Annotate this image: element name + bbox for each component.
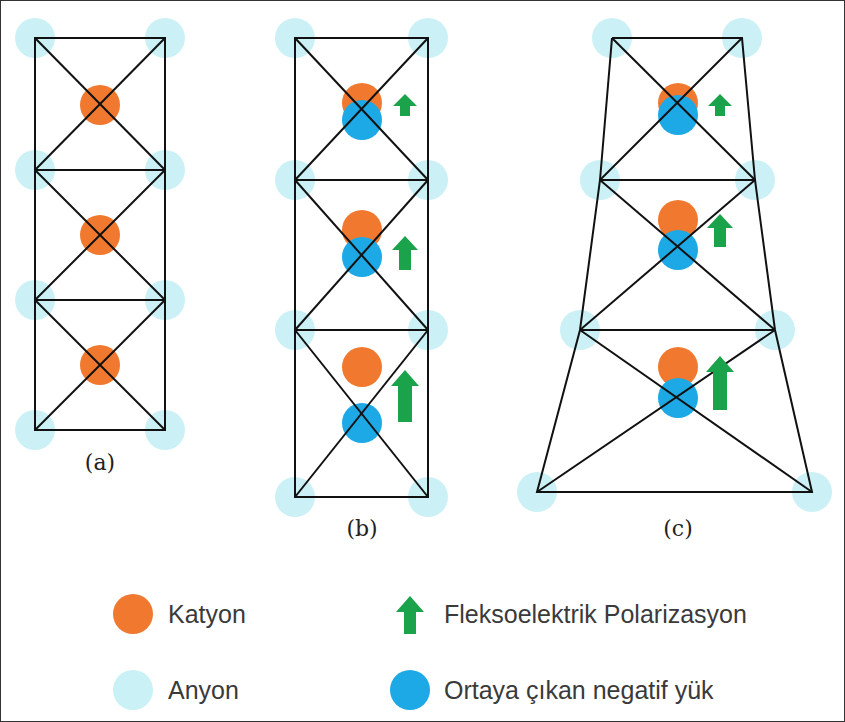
arrow-sample	[396, 596, 424, 634]
panel-label: (c)	[663, 516, 693, 541]
legend-text: Katyon	[168, 600, 246, 629]
legend-swatch	[113, 594, 153, 634]
legend-text: Fleksoelektrik Polarizasyon	[444, 600, 747, 629]
panel-label: (b)	[346, 516, 377, 541]
legend-swatch	[113, 670, 153, 710]
legend-text: Ortaya çıkan negatif yük	[444, 676, 714, 705]
legend-text: Anyon	[168, 676, 239, 705]
panel-label: (a)	[85, 450, 115, 475]
legend-swatch	[390, 670, 430, 710]
